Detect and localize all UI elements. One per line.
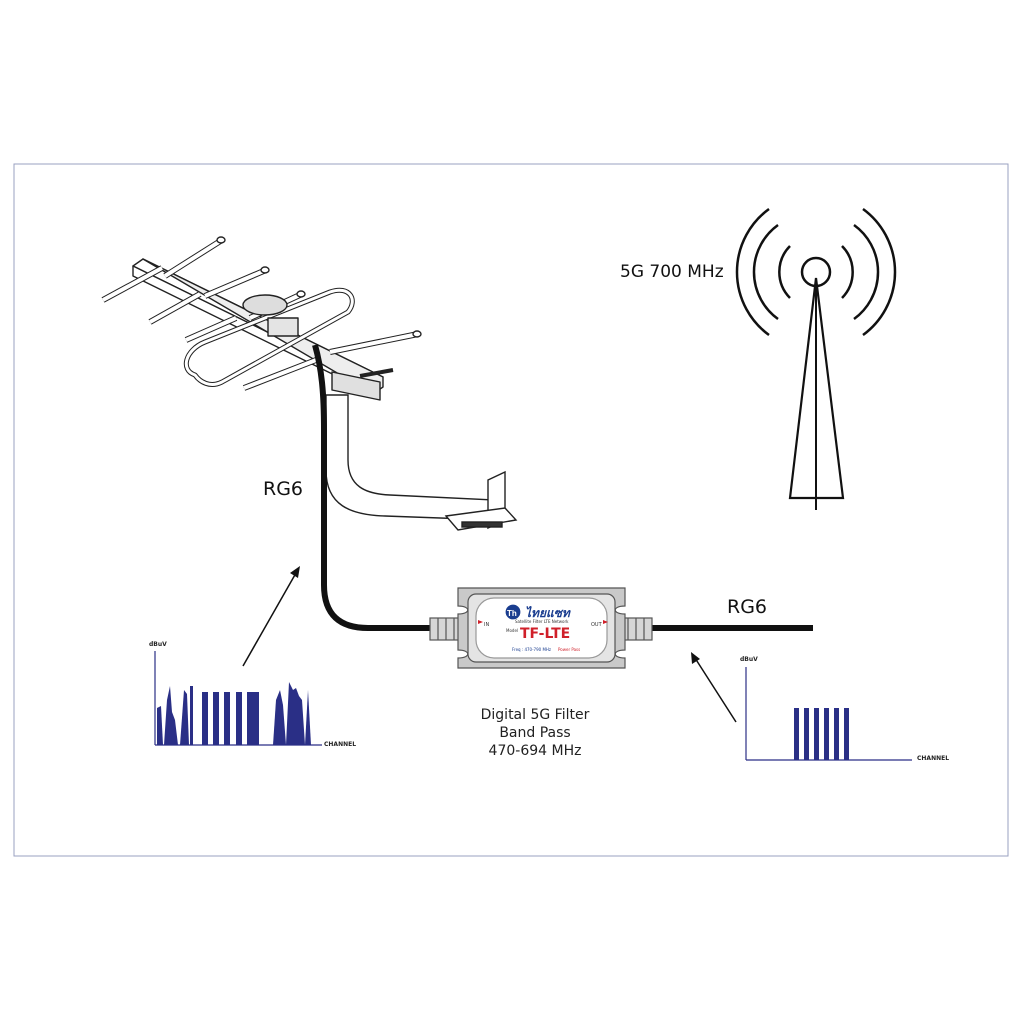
filter-caption-line1: Digital 5G Filter — [480, 707, 590, 723]
mount-bracket — [325, 394, 518, 531]
spectrum-after-x-label: CHANNEL — [917, 755, 950, 762]
filtered-channel-bar — [804, 708, 809, 760]
filter-caption-line3: 470-694 MHz — [488, 743, 582, 759]
channel-bar — [224, 692, 230, 745]
filter-port-out: OUT — [591, 622, 602, 628]
filtered-channel-bar — [824, 708, 829, 760]
signal-wave-left-3 — [735, 207, 770, 337]
filter-brand: ไทยแซท — [525, 606, 570, 620]
spectrum-after-bars — [794, 708, 849, 760]
filtered-channel-bar — [834, 708, 839, 760]
arrow-left — [242, 572, 297, 667]
noise-band-3 — [180, 690, 189, 745]
filtered-channel-bar — [814, 708, 819, 760]
filter-power: Power Pass — [558, 647, 581, 652]
filter-model-prefix: Model — [506, 628, 519, 633]
diagram-frame — [13, 163, 1009, 857]
filter-model: TF-LTE — [520, 626, 571, 642]
cell-tower — [735, 207, 897, 510]
channel-bar — [213, 692, 219, 745]
filter-tagline: Satellite Filter LTE Network — [515, 619, 569, 624]
tower-label: 5G 700 MHz — [620, 262, 724, 282]
noise-band-5 — [273, 690, 286, 745]
noise-band-6 — [286, 682, 305, 745]
filter-port-in: IN — [484, 622, 490, 628]
spectrum-after-y-label: dBuV — [740, 656, 758, 663]
spectrum-before-bars — [157, 682, 311, 745]
cable-label-right: RG6 — [727, 596, 768, 618]
filter-caption-line2: Band Pass — [499, 725, 571, 741]
signal-wave-right-1 — [841, 245, 854, 299]
svg-text:Th: Th — [507, 609, 517, 618]
filtered-channel-bar — [844, 708, 849, 760]
filtered-channel-bar — [794, 708, 799, 760]
rg6-cable-left — [312, 344, 432, 631]
arrows — [242, 566, 737, 723]
noise-band-1 — [157, 706, 163, 745]
filter-freq: Freq : 470-790 MHz — [512, 647, 551, 652]
cable-label-left: RG6 — [263, 478, 304, 500]
channel-bar — [247, 692, 253, 745]
spectrum-before — [154, 651, 322, 746]
antenna-elements — [101, 236, 422, 391]
noise-band-4 — [190, 686, 193, 745]
filter-caption: Digital 5G Filter Band Pass 470-694 MHz — [455, 706, 615, 760]
noise-band-7 — [305, 690, 311, 745]
noise-band-2 — [164, 686, 178, 745]
yagi-antenna — [101, 236, 422, 401]
signal-wave-left-1 — [778, 245, 791, 299]
channel-bar — [253, 692, 259, 745]
signal-wave-right-3 — [862, 207, 897, 337]
signal-wave-right-2 — [853, 223, 880, 321]
arrow-right — [694, 657, 737, 723]
channel-bar — [202, 692, 208, 745]
spectrum-before-x-label: CHANNEL — [324, 741, 357, 748]
spectrum-after — [745, 667, 912, 761]
signal-wave-left-2 — [752, 223, 779, 321]
spectrum-before-y-label: dBuV — [149, 641, 167, 648]
filter-device: Th — [429, 587, 653, 669]
channel-bar — [236, 692, 242, 745]
